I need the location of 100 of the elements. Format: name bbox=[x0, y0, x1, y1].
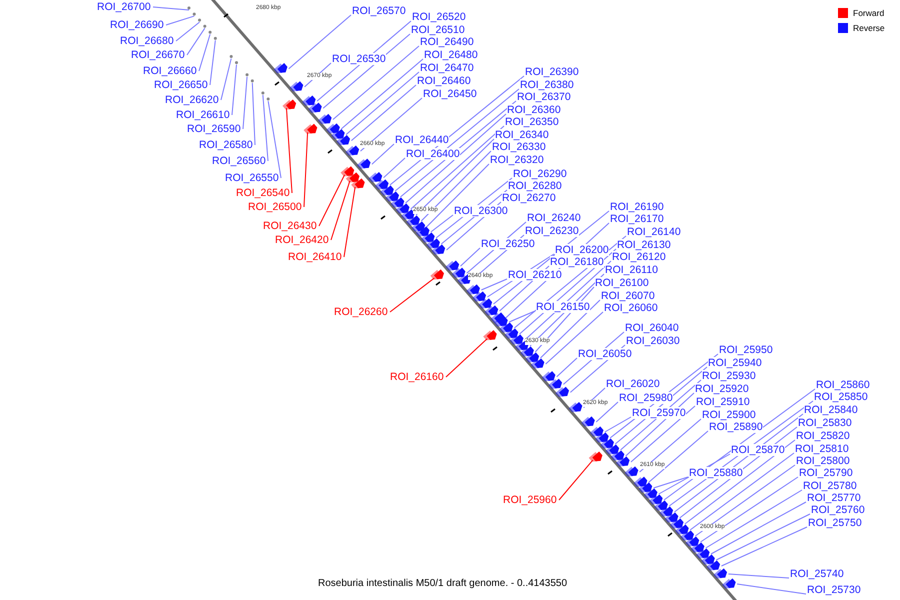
leader-line bbox=[604, 416, 632, 432]
gene-label: ROI_25840 bbox=[804, 404, 858, 416]
gene-label: ROI_26170 bbox=[610, 213, 664, 225]
gene-label: ROI_25950 bbox=[719, 344, 773, 356]
gene-feature bbox=[525, 352, 540, 362]
leader-line bbox=[242, 76, 248, 130]
gene-label: ROI_26320 bbox=[490, 154, 544, 166]
leader-line bbox=[152, 6, 190, 10]
gene-feature bbox=[616, 456, 630, 466]
gene-label: ROI_26240 bbox=[527, 212, 581, 224]
leader-line bbox=[346, 72, 420, 136]
gene-feature bbox=[590, 426, 604, 436]
gene-label: ROI_25880 bbox=[689, 467, 743, 479]
leader-line bbox=[252, 82, 256, 146]
gene-feature bbox=[670, 518, 684, 528]
gene-label: ROI_26520 bbox=[412, 11, 466, 23]
gene-feature bbox=[326, 123, 340, 134]
gene-label: ROI_26620 bbox=[165, 94, 219, 106]
gene-feature bbox=[649, 494, 663, 504]
gene-label: ROI_26360 bbox=[507, 104, 561, 116]
gene-label: ROI_26370 bbox=[517, 91, 571, 103]
gene-marker bbox=[214, 36, 217, 40]
gene-label: ROI_25980 bbox=[619, 392, 673, 404]
leader-line bbox=[288, 14, 352, 70]
gene-label: ROI_26430 bbox=[263, 220, 317, 232]
gene-label: ROI_26130 bbox=[617, 239, 671, 251]
gene-feature bbox=[686, 536, 700, 546]
gene-feature bbox=[542, 371, 556, 382]
gene-label: ROI_26020 bbox=[606, 378, 660, 390]
gene-feature bbox=[638, 482, 652, 492]
gene-label: ROI_26440 bbox=[395, 134, 449, 146]
gene-label: ROI_26260 bbox=[334, 306, 388, 318]
gene-label: ROI_26660 bbox=[143, 65, 197, 77]
gene-feature bbox=[331, 128, 345, 140]
leader-line bbox=[166, 16, 195, 26]
gene-label: ROI_26680 bbox=[120, 35, 174, 47]
gene-label: ROI_26330 bbox=[492, 141, 546, 153]
leader-line bbox=[371, 144, 394, 165]
leader-line bbox=[716, 514, 810, 560]
gene-label: ROI_26560 bbox=[212, 155, 266, 167]
gene-label: ROI_26490 bbox=[420, 36, 474, 48]
leader-line bbox=[360, 98, 422, 152]
gene-marker bbox=[246, 73, 249, 76]
gene-label: ROI_26060 bbox=[604, 302, 658, 314]
gene-feature bbox=[664, 512, 678, 522]
leader-line bbox=[736, 584, 806, 594]
leader-line bbox=[390, 278, 435, 312]
leader-line bbox=[410, 126, 504, 210]
gene-feature bbox=[274, 63, 288, 74]
gene-label: ROI_26690 bbox=[110, 19, 164, 31]
gene-label: ROI_26140 bbox=[627, 226, 681, 238]
legend-label: Forward bbox=[853, 8, 884, 18]
gene-feature bbox=[555, 386, 570, 397]
gene-label: ROI_26450 bbox=[423, 88, 477, 100]
gene-feature bbox=[432, 244, 446, 254]
gene-label: ROI_25740 bbox=[790, 568, 844, 580]
leader-line bbox=[420, 150, 492, 222]
leader-line bbox=[684, 440, 796, 524]
gene-feature bbox=[368, 172, 382, 182]
gene-feature bbox=[351, 178, 365, 189]
gene-feature bbox=[696, 548, 710, 558]
gene-label: ROI_26110 bbox=[605, 264, 658, 276]
gene-label: ROI_26700 bbox=[97, 1, 151, 13]
gene-label: ROI_26300 bbox=[454, 205, 508, 217]
gene-marker bbox=[261, 91, 264, 94]
leader-line bbox=[446, 338, 488, 378]
gene-label: ROI_26070 bbox=[601, 290, 655, 302]
gene-feature bbox=[568, 402, 582, 412]
gene-feature bbox=[446, 260, 460, 271]
gene-feature bbox=[282, 99, 296, 110]
gene-label: ROI_25730 bbox=[807, 584, 861, 596]
gene-label: ROI_26160 bbox=[390, 371, 444, 383]
gene-label: ROI_25870 bbox=[731, 444, 785, 456]
gene-feature bbox=[610, 450, 624, 460]
leader-line bbox=[318, 174, 346, 226]
gene-label: ROI_26420 bbox=[275, 234, 329, 246]
gene-label: ROI_26540 bbox=[236, 187, 290, 199]
gene-feature bbox=[606, 444, 620, 454]
gene-label: ROI_26210 bbox=[508, 269, 562, 281]
leader-line bbox=[690, 452, 794, 530]
gene-label: ROI_26180 bbox=[550, 256, 604, 268]
gene-feature bbox=[472, 291, 486, 302]
gene-feature bbox=[302, 96, 316, 106]
gene-label: ROI_25900 bbox=[702, 409, 756, 421]
gene-feature bbox=[385, 191, 400, 202]
gene-feature bbox=[396, 203, 410, 214]
gene-feature bbox=[374, 179, 389, 190]
gene-label: ROI_26340 bbox=[495, 129, 549, 141]
gene-label: ROI_25820 bbox=[796, 430, 850, 442]
leader-line bbox=[344, 186, 356, 258]
gene-label: ROI_25960 bbox=[503, 494, 557, 506]
gene-feature bbox=[412, 221, 426, 232]
gene-feature bbox=[588, 452, 602, 462]
gene-feature bbox=[390, 197, 404, 208]
leader-line bbox=[176, 22, 200, 42]
gene-feature bbox=[430, 269, 444, 280]
leader-line bbox=[286, 108, 292, 194]
gene-label: ROI_26390 bbox=[525, 66, 579, 78]
gene-feature bbox=[421, 232, 435, 242]
gene-feature bbox=[595, 432, 609, 442]
